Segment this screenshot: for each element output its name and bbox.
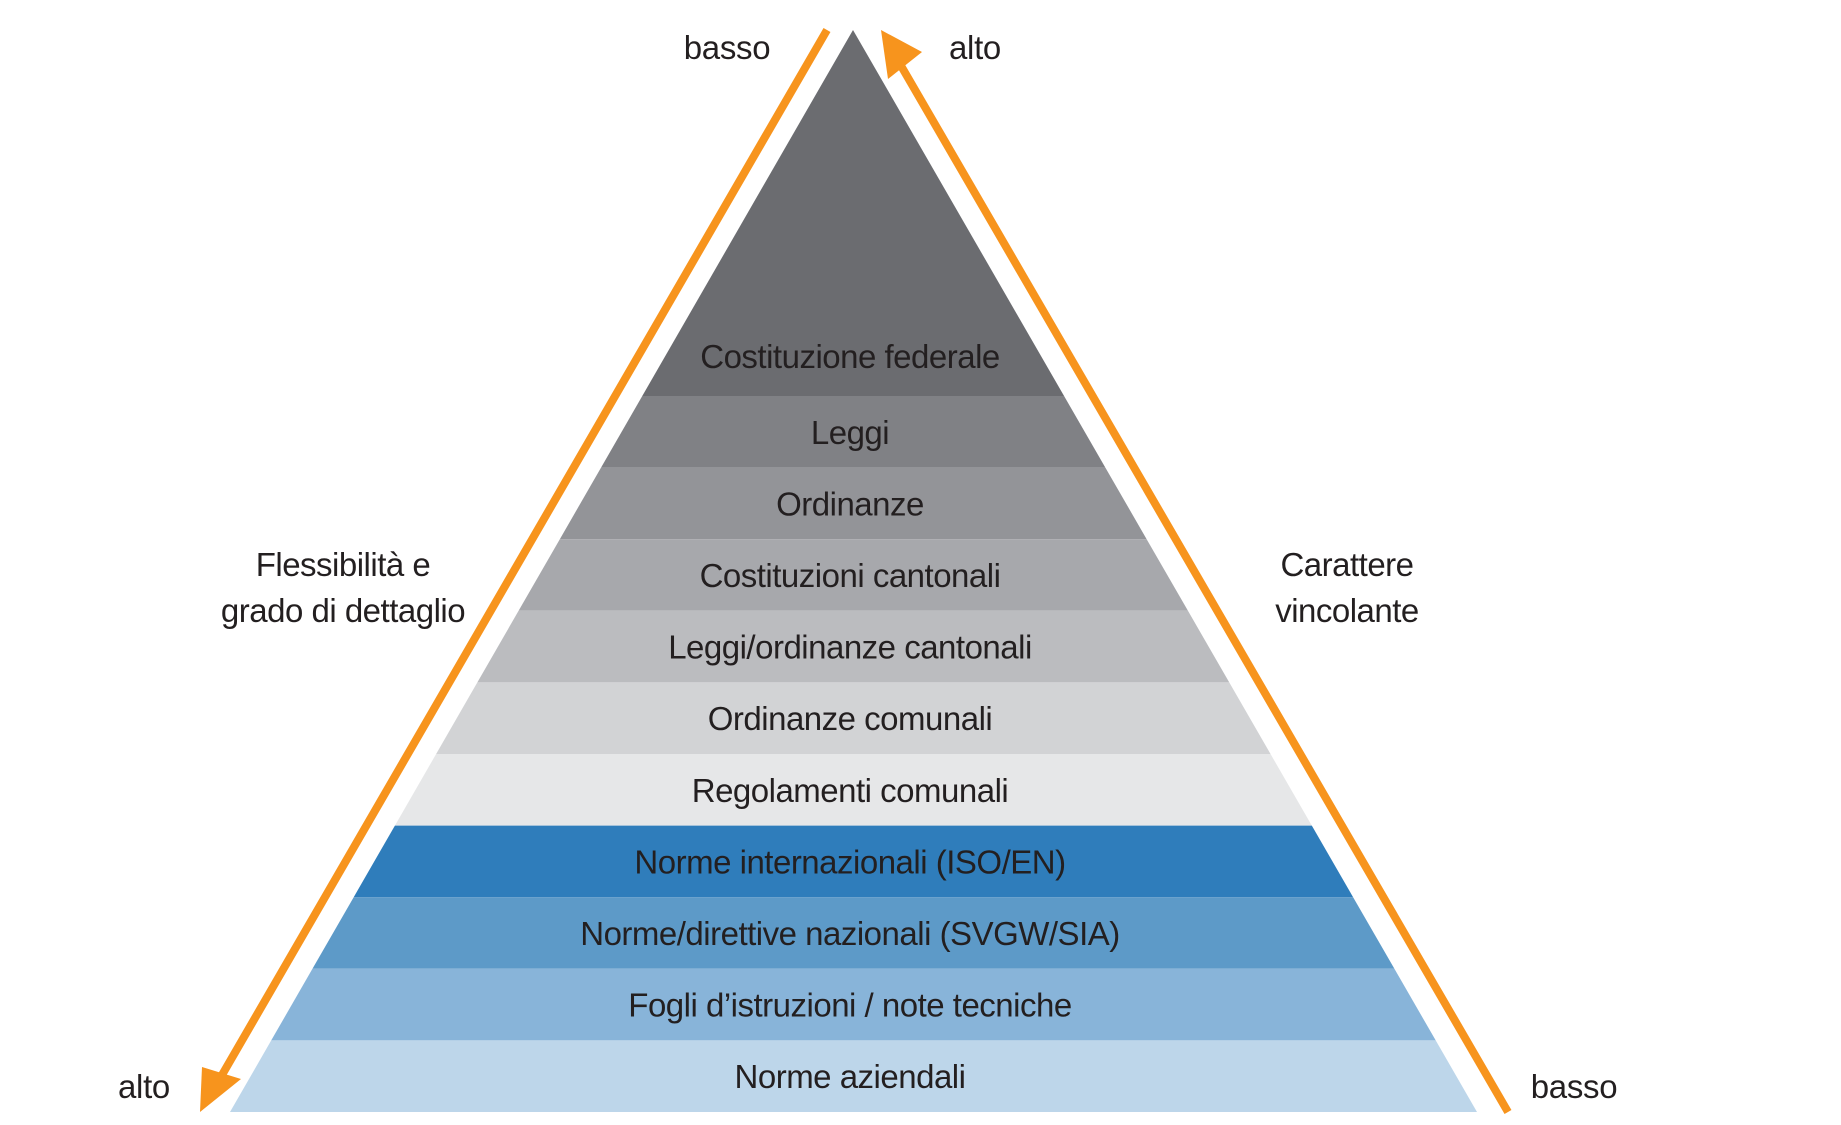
pyramid-tier-4: [518, 539, 1188, 611]
left-axis-label-line2: grado di dettaglio: [221, 592, 465, 629]
right-axis-bottom-end: basso: [1531, 1068, 1618, 1105]
pyramid-tier-label-3: Ordinanze: [776, 485, 924, 522]
right-axis-label-line2: vincolante: [1275, 592, 1419, 629]
pyramid-tier-5: [477, 610, 1230, 683]
pyramid-tier-label-5: Leggi/ordinanze cantonali: [668, 629, 1032, 666]
pyramid-tier-7: [394, 754, 1312, 826]
pyramid-tier-label-9: Norme/direttive nazionali (SVGW/SIA): [580, 915, 1120, 952]
left-axis-top-end: basso: [684, 29, 771, 66]
pyramid-tier-label-8: Norme internazionali (ISO/EN): [634, 843, 1065, 880]
left-axis-arrow: [200, 27, 831, 1112]
pyramid-tier-label-4: Costituzioni cantonali: [700, 557, 1001, 594]
pyramid-tier-labels: Costituzione federaleLeggiOrdinanzeCosti…: [580, 338, 1120, 1095]
pyramid-tier-1: [642, 30, 1065, 396]
left-axis-bottom-end: alto: [118, 1068, 170, 1105]
pyramid-tier-label-11: Norme aziendali: [735, 1058, 966, 1095]
pyramid-tier-8: [353, 825, 1354, 898]
pyramid-tier-10: [271, 968, 1436, 1041]
pyramid-tier-11: [230, 1040, 1477, 1112]
pyramid-tiers: [230, 30, 1477, 1112]
pyramid-tier-2: [601, 396, 1106, 468]
pyramid-tier-label-10: Fogli d’istruzioni / note tecniche: [628, 987, 1071, 1024]
right-axis-top-end: alto: [949, 29, 1001, 66]
pyramid-tier-9: [312, 897, 1395, 969]
pyramid-tier-label-7: Regolamenti comunali: [692, 772, 1009, 809]
right-axis-label-line1: Carattere: [1280, 546, 1413, 583]
right-axis-arrow: [881, 30, 1512, 1115]
pyramid-tier-3: [559, 467, 1147, 540]
left-axis-label-line1: Flessibilità e: [256, 546, 431, 583]
pyramid-tier-label-6: Ordinanze comunali: [708, 700, 993, 737]
pyramid-tier-6: [436, 682, 1271, 754]
pyramid-tier-label-1: Costituzione federale: [700, 338, 1000, 375]
pyramid-tier-label-2: Leggi: [811, 414, 889, 451]
